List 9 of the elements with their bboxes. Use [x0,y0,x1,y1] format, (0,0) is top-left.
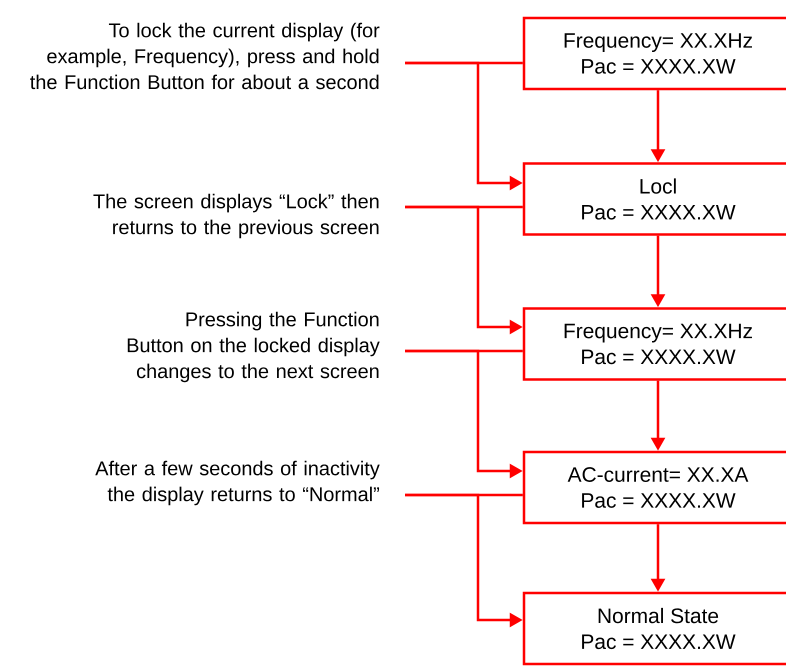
display-box: Locl Pac = XXXX.XW [522,162,786,236]
note-text: After a few seconds of inactivity the display returns to “Normal” [95,460,380,506]
display-box: AC-current= XX.XA Pac = XXXX.XW [522,450,786,524]
note-text: Pressing the Function Button on the locked display changes to the next screen [128,312,380,382]
display-box: Frequency= XX.XHz Pac = XXXX.XW [522,307,786,381]
display-box: Frequency= XX.XHz Pac = XXXX.XW [522,16,786,90]
display-box: Normal State Pac = XXXX.XW [522,592,786,666]
note-text: The screen displays “Lock” then returns to the previous screen [93,194,378,238]
note-text: To lock the current display (for example, Frequency), press and hold the Function Button for about a second [30,22,380,90]
